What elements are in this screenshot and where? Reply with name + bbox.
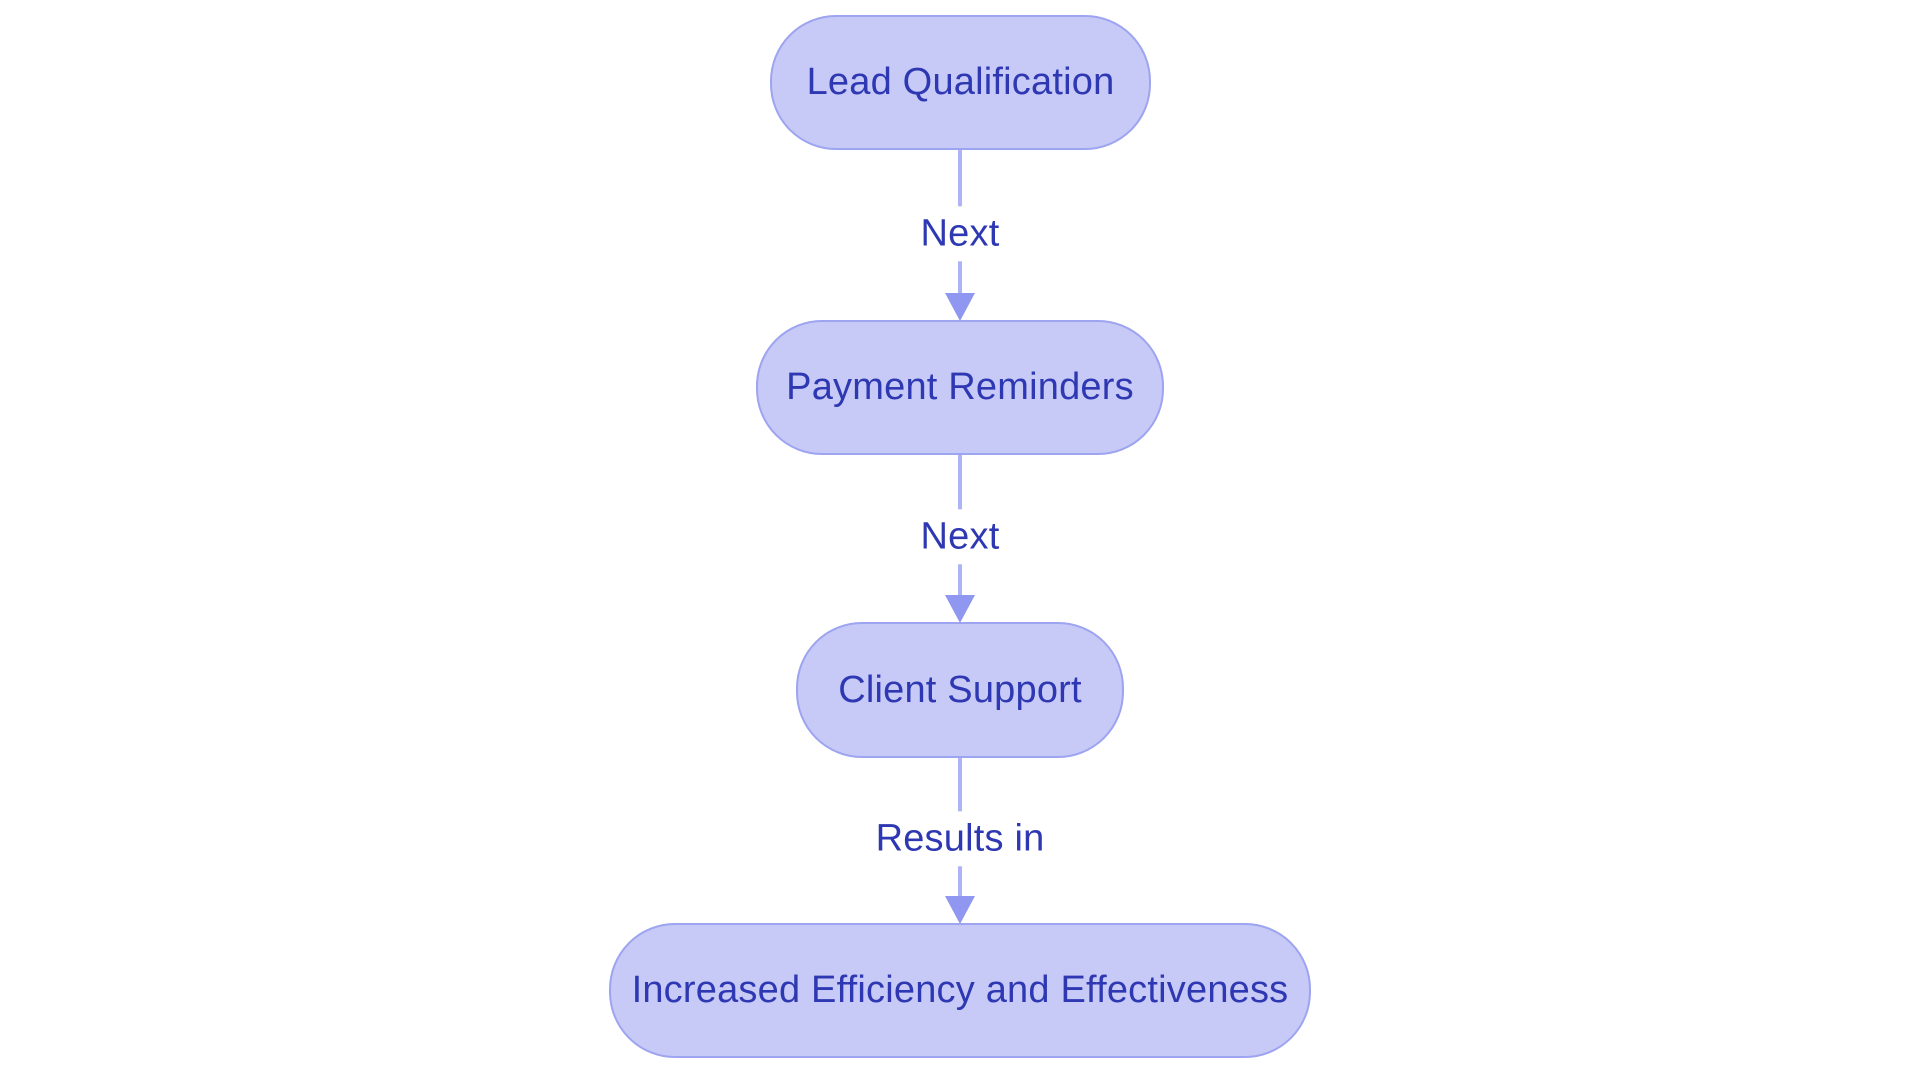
- node-label: Client Support: [838, 668, 1082, 711]
- node-label: Increased Efficiency and Effectiveness: [631, 969, 1289, 1011]
- flow-node-increased-efficiency: Increased Efficiency and Effectiveness: [609, 923, 1311, 1058]
- flow-node-lead-qualification: Lead Qualification: [770, 15, 1151, 150]
- edge-payment-to-client: Next: [908, 455, 1012, 623]
- node-label: Payment Reminders: [786, 366, 1134, 408]
- edge-lead-to-payment: Next: [908, 150, 1012, 321]
- arrowhead-down-icon: [945, 896, 975, 924]
- edge-label: Results in: [863, 811, 1057, 867]
- flow-node-payment-reminders: Payment Reminders: [756, 320, 1164, 455]
- edge-label: Next: [908, 509, 1012, 565]
- arrowhead-down-icon: [945, 293, 975, 321]
- flow-node-client-support: Client Support: [796, 622, 1124, 758]
- edge-client-to-efficiency: Results in: [863, 758, 1057, 924]
- arrowhead-down-icon: [945, 595, 975, 623]
- edge-label: Next: [908, 205, 1012, 261]
- node-label: Lead Qualification: [806, 61, 1115, 103]
